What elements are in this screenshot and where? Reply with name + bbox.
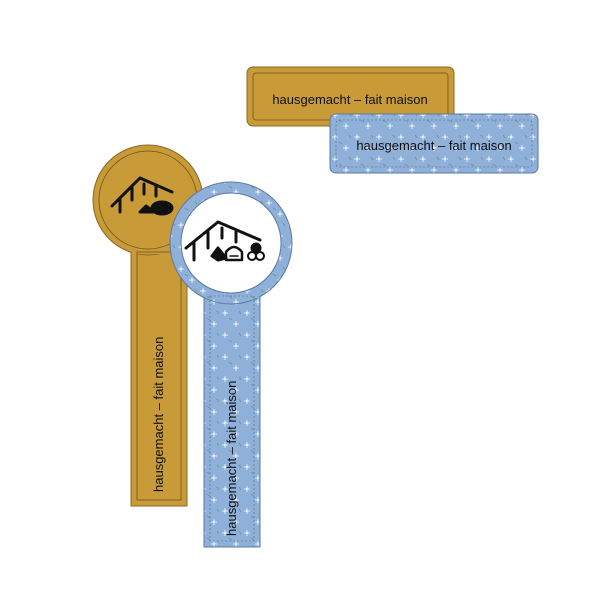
house-oven-bread-icon xyxy=(184,220,265,262)
blue-rect-text: hausgemacht – fait maison xyxy=(356,138,511,153)
house-oven-bread-icon xyxy=(110,176,174,216)
gold-tag-label: hausgemacht – fait maison xyxy=(92,144,204,507)
blue-tag-text: hausgemacht – fait maison xyxy=(224,381,239,536)
blue-rect-label: hausgemacht – fait maison xyxy=(329,113,539,174)
gold-rect-text: hausgemacht – fait maison xyxy=(272,92,427,107)
gold-tag-text: hausgemacht – fait maison xyxy=(151,337,166,492)
gold-rect-label: hausgemacht – fait maison xyxy=(246,66,455,127)
blue-tag-label: hausgemacht – fait maison xyxy=(169,181,293,548)
